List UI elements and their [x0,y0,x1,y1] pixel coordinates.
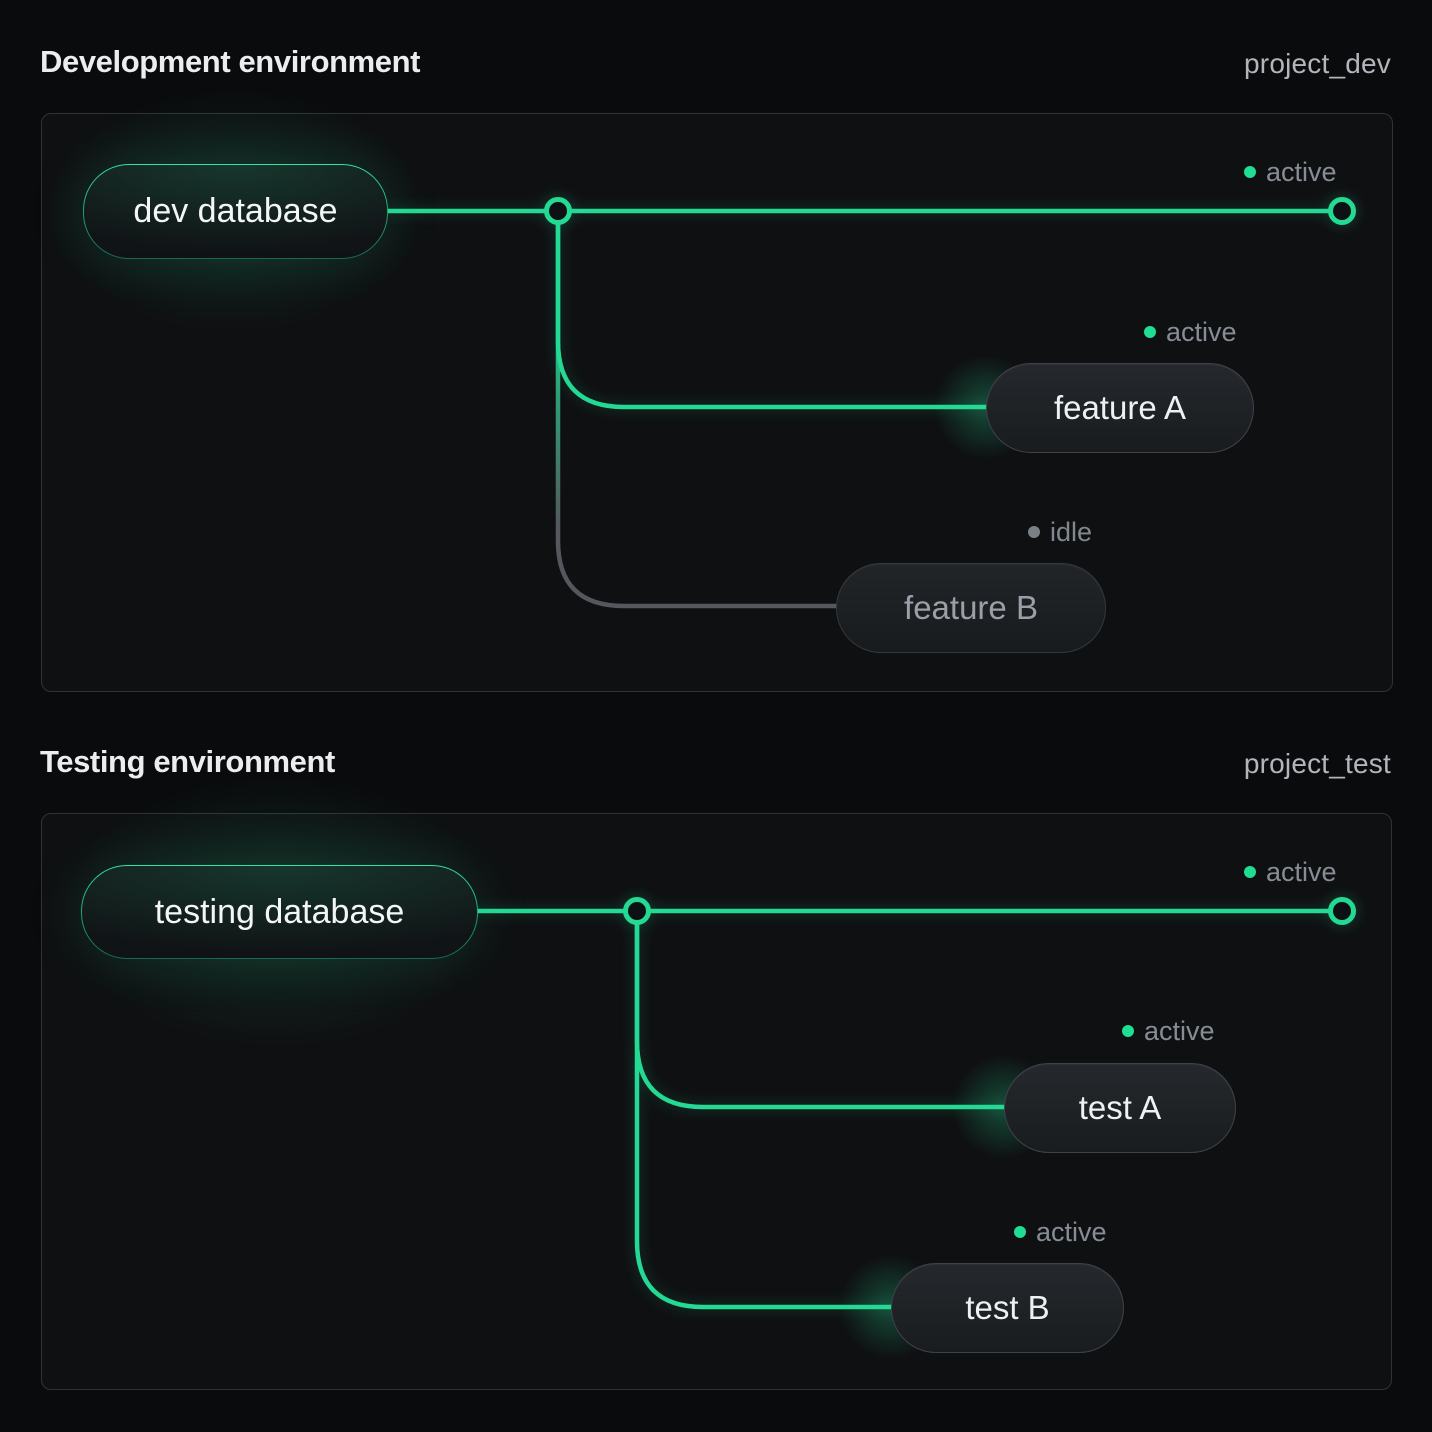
dev-panel-title: Development environment [40,44,421,79]
main-status-label: active [1266,156,1337,187]
test-b-wire [634,908,894,1310]
branch-endpoint-node-icon [1328,197,1356,225]
status-dot-icon [1144,326,1156,338]
testing-database-label: testing database [154,892,405,931]
feature-a-status-badge: active [1144,314,1237,350]
test-b-node[interactable]: test B [891,1263,1124,1353]
feature-b-label: feature B [904,589,1038,626]
test-a-status-badge: active [1122,1013,1215,1049]
test-panel-title: Testing environment [40,744,335,779]
test-a-status-label: active [1144,1015,1215,1046]
feature-b-node[interactable]: feature B [836,563,1106,653]
dev-database-node[interactable]: dev database [83,164,388,259]
branch-wires-svg [383,197,1356,609]
status-dot-icon [1014,1226,1026,1238]
status-dot-icon [1122,1025,1134,1037]
status-dot-icon [1028,526,1040,538]
dev-panel: dev database feature A feature B active … [0,40,1393,692]
feature-a-wire [555,208,989,410]
dev-project-label: project_dev [1244,48,1391,79]
testing-database-node[interactable]: testing database [81,865,478,959]
test-b-status-badge: active [1014,1214,1107,1250]
branch-wires-svg [473,897,1356,1310]
main-status-label: active [1266,856,1337,887]
branch-point-node-icon [623,897,651,925]
feature-a-label: feature A [1053,389,1187,426]
feature-b-status-badge: idle [1028,514,1092,550]
test-panel: testing database test A test B active ac… [0,721,1392,1390]
branch-point-node-icon [544,197,572,225]
test-a-wire [634,908,1007,1110]
test-b-label: test B [965,1289,1050,1326]
test-a-node[interactable]: test A [1004,1063,1236,1153]
feature-a-node[interactable]: feature A [986,363,1254,453]
main-status-badge: active [1244,154,1337,190]
test-b-status-label: active [1036,1216,1107,1247]
branch-endpoint-node-icon [1328,897,1356,925]
status-dot-icon [1244,166,1256,178]
test-project-label: project_test [1243,748,1391,779]
dev-database-label: dev database [133,192,338,230]
main-status-badge: active [1244,854,1337,890]
test-a-label: test A [1078,1089,1162,1126]
feature-b-status-label: idle [1050,516,1093,547]
status-dot-icon [1244,866,1256,878]
feature-a-status-label: active [1166,316,1237,347]
feature-b-wire [555,208,839,609]
